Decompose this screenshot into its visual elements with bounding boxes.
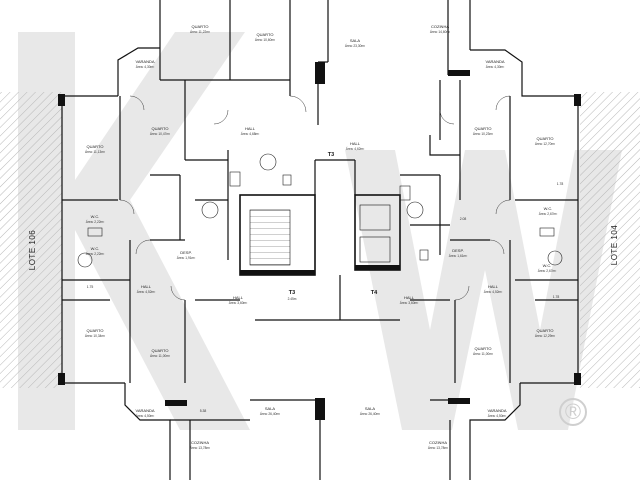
room-area-varanda-bot-right: Área: 4,50m² [488,414,506,418]
room-name-hall-top: HALL [245,126,256,131]
room-name-wc-left-2: W.C. [91,246,100,251]
room-area-quarto-right-1: Área: 10,23m² [473,132,493,136]
room-area-hall-left: Área: 4,52m² [137,290,155,294]
room-name-quarto-right-2: QUARTO [537,136,554,141]
lot-106-hatch [0,92,62,388]
room-area-hall-top-2: Área: 4,62m² [346,147,364,151]
room-name-wc-right-2: W.C. [543,263,552,268]
room-name-wc-right: W.C. [544,206,553,211]
dim-label: 1.78 [557,182,564,186]
room-area-sala-bot-right: Área: 26,40m² [360,412,380,416]
room-area-quarto-top-mid: Área: 10,60m² [255,38,275,42]
room-name-desp-left: DESP. [180,250,192,255]
columns [58,62,581,420]
room-name-quarto-bot-right-2: QUARTO [537,328,554,333]
room-name-varanda-top-left: VARANDA [135,59,154,64]
room-area-wc-right-2: Área: 2,67m² [538,269,556,273]
room-area-varanda-bot-left: Área: 4,50m² [136,414,154,418]
room-area-sala-bot-left: Área: 26,40m² [260,412,280,416]
room-area-sala-top: Área: 23,30m² [345,44,365,48]
tower-t4-label: T4 [371,290,378,296]
lot-104-hatch [580,92,640,388]
room-area-varanda-top-right: Área: 4,30m² [486,65,504,69]
room-area-hall-bot-right: Área: 3,60m² [400,301,418,305]
room-name-hall-top-2: HALL [350,141,361,146]
door-swings [119,95,511,301]
registered-mark: ® [565,399,581,424]
room-area-quarto-bot-right: Área: 11,00m² [473,352,493,356]
room-name-quarto-top-mid: QUARTO [257,32,274,37]
room-name-cozinha-top: COZINHA [431,24,449,29]
dim-label: 5.38 [200,409,207,413]
room-name-cozinha-bot-left: COZINHA [191,440,209,445]
room-name-sala-bot-left: SALA [265,406,276,411]
dimensions: 5.38 1.78 1.78 1.75 2.08 [87,182,564,413]
room-name-cozinha-bot-right: COZINHA [429,440,447,445]
room-name-quarto-bot-left: QUARTO [87,328,104,333]
room-area-quarto-bot-left-2: Área: 11,00m² [150,354,170,358]
room-name-quarto-right-1: QUARTO [475,126,492,131]
room-area-cozinha-bot-left: Área: 13,78m² [190,446,210,450]
room-name-hall-right: HALL [488,284,499,289]
elevator-1 [359,204,391,231]
room-name-hall-left: HALL [141,284,152,289]
room-area-hall-top: Área: 4,68m² [241,132,259,136]
room-area-hall-right: Área: 4,52m² [484,290,502,294]
elevator-2 [359,236,391,263]
room-name-quarto-bot-right: QUARTO [475,346,492,351]
room-area-quarto-left-1: Área: 10,47m² [150,132,170,136]
room-area-quarto-left-2: Área: 11,13m² [85,150,105,154]
room-name-sala-top: SALA [350,38,361,43]
watermark: ® [18,32,622,430]
lot-right-label: LOTE 104 [610,225,619,266]
dim-label: 2.08 [460,217,467,221]
room-area-desp-left: Área: 1,91m² [177,256,195,260]
dim-label: 1.75 [87,285,94,289]
tower-t3-sub: 2.45m [288,297,297,301]
room-name-wc-left: W.C. [91,214,100,219]
room-area-wc-left: Área: 2,22m² [86,220,104,224]
room-area-quarto-right-2: Área: 12,70m² [535,142,555,146]
fixtures [77,153,563,268]
room-area-quarto-top-left: Área: 11,22m² [190,30,210,34]
room-area-cozinha-bot-right: Área: 13,78m² [428,446,448,450]
room-name-quarto-left-2: QUARTO [87,144,104,149]
room-area-hall-bot-left: Área: 3,60m² [229,301,247,305]
stair-left [249,209,291,266]
room-name-varanda-top-right: VARANDA [485,59,504,64]
room-name-sala-bot-right: SALA [365,406,376,411]
tower-t3-top: T3 [328,152,334,158]
tower-t3-label: T3 [289,290,295,296]
room-area-wc-right: Área: 2,67m² [539,212,557,216]
room-name-hall-bot-left: HALL [233,295,244,300]
room-name-quarto-left-1: QUARTO [152,126,169,131]
room-name-quarto-bot-left-2: QUARTO [152,348,169,353]
lot-left-label: LOTE 106 [28,230,37,271]
room-name-varanda-bot-right: VARANDA [487,408,506,413]
room-area-varanda-top-left: Área: 4,30m² [136,65,154,69]
room-area-cozinha-top: Área: 14,60m² [430,30,450,34]
room-area-quarto-bot-left: Área: 10,34m² [85,334,105,338]
room-area-quarto-bot-right-2: Área: 12,29m² [535,334,555,338]
room-area-desp-right: Área: 1,61m² [449,254,467,258]
dim-label: 1.78 [553,295,560,299]
room-name-desp-right: DESP. [452,248,464,253]
room-name-quarto-top-left: QUARTO [192,24,209,29]
room-area-wc-left-2: Área: 2,22m² [86,252,104,256]
room-name-varanda-bot-left: VARANDA [135,408,154,413]
room-name-hall-bot-right: HALL [404,295,415,300]
